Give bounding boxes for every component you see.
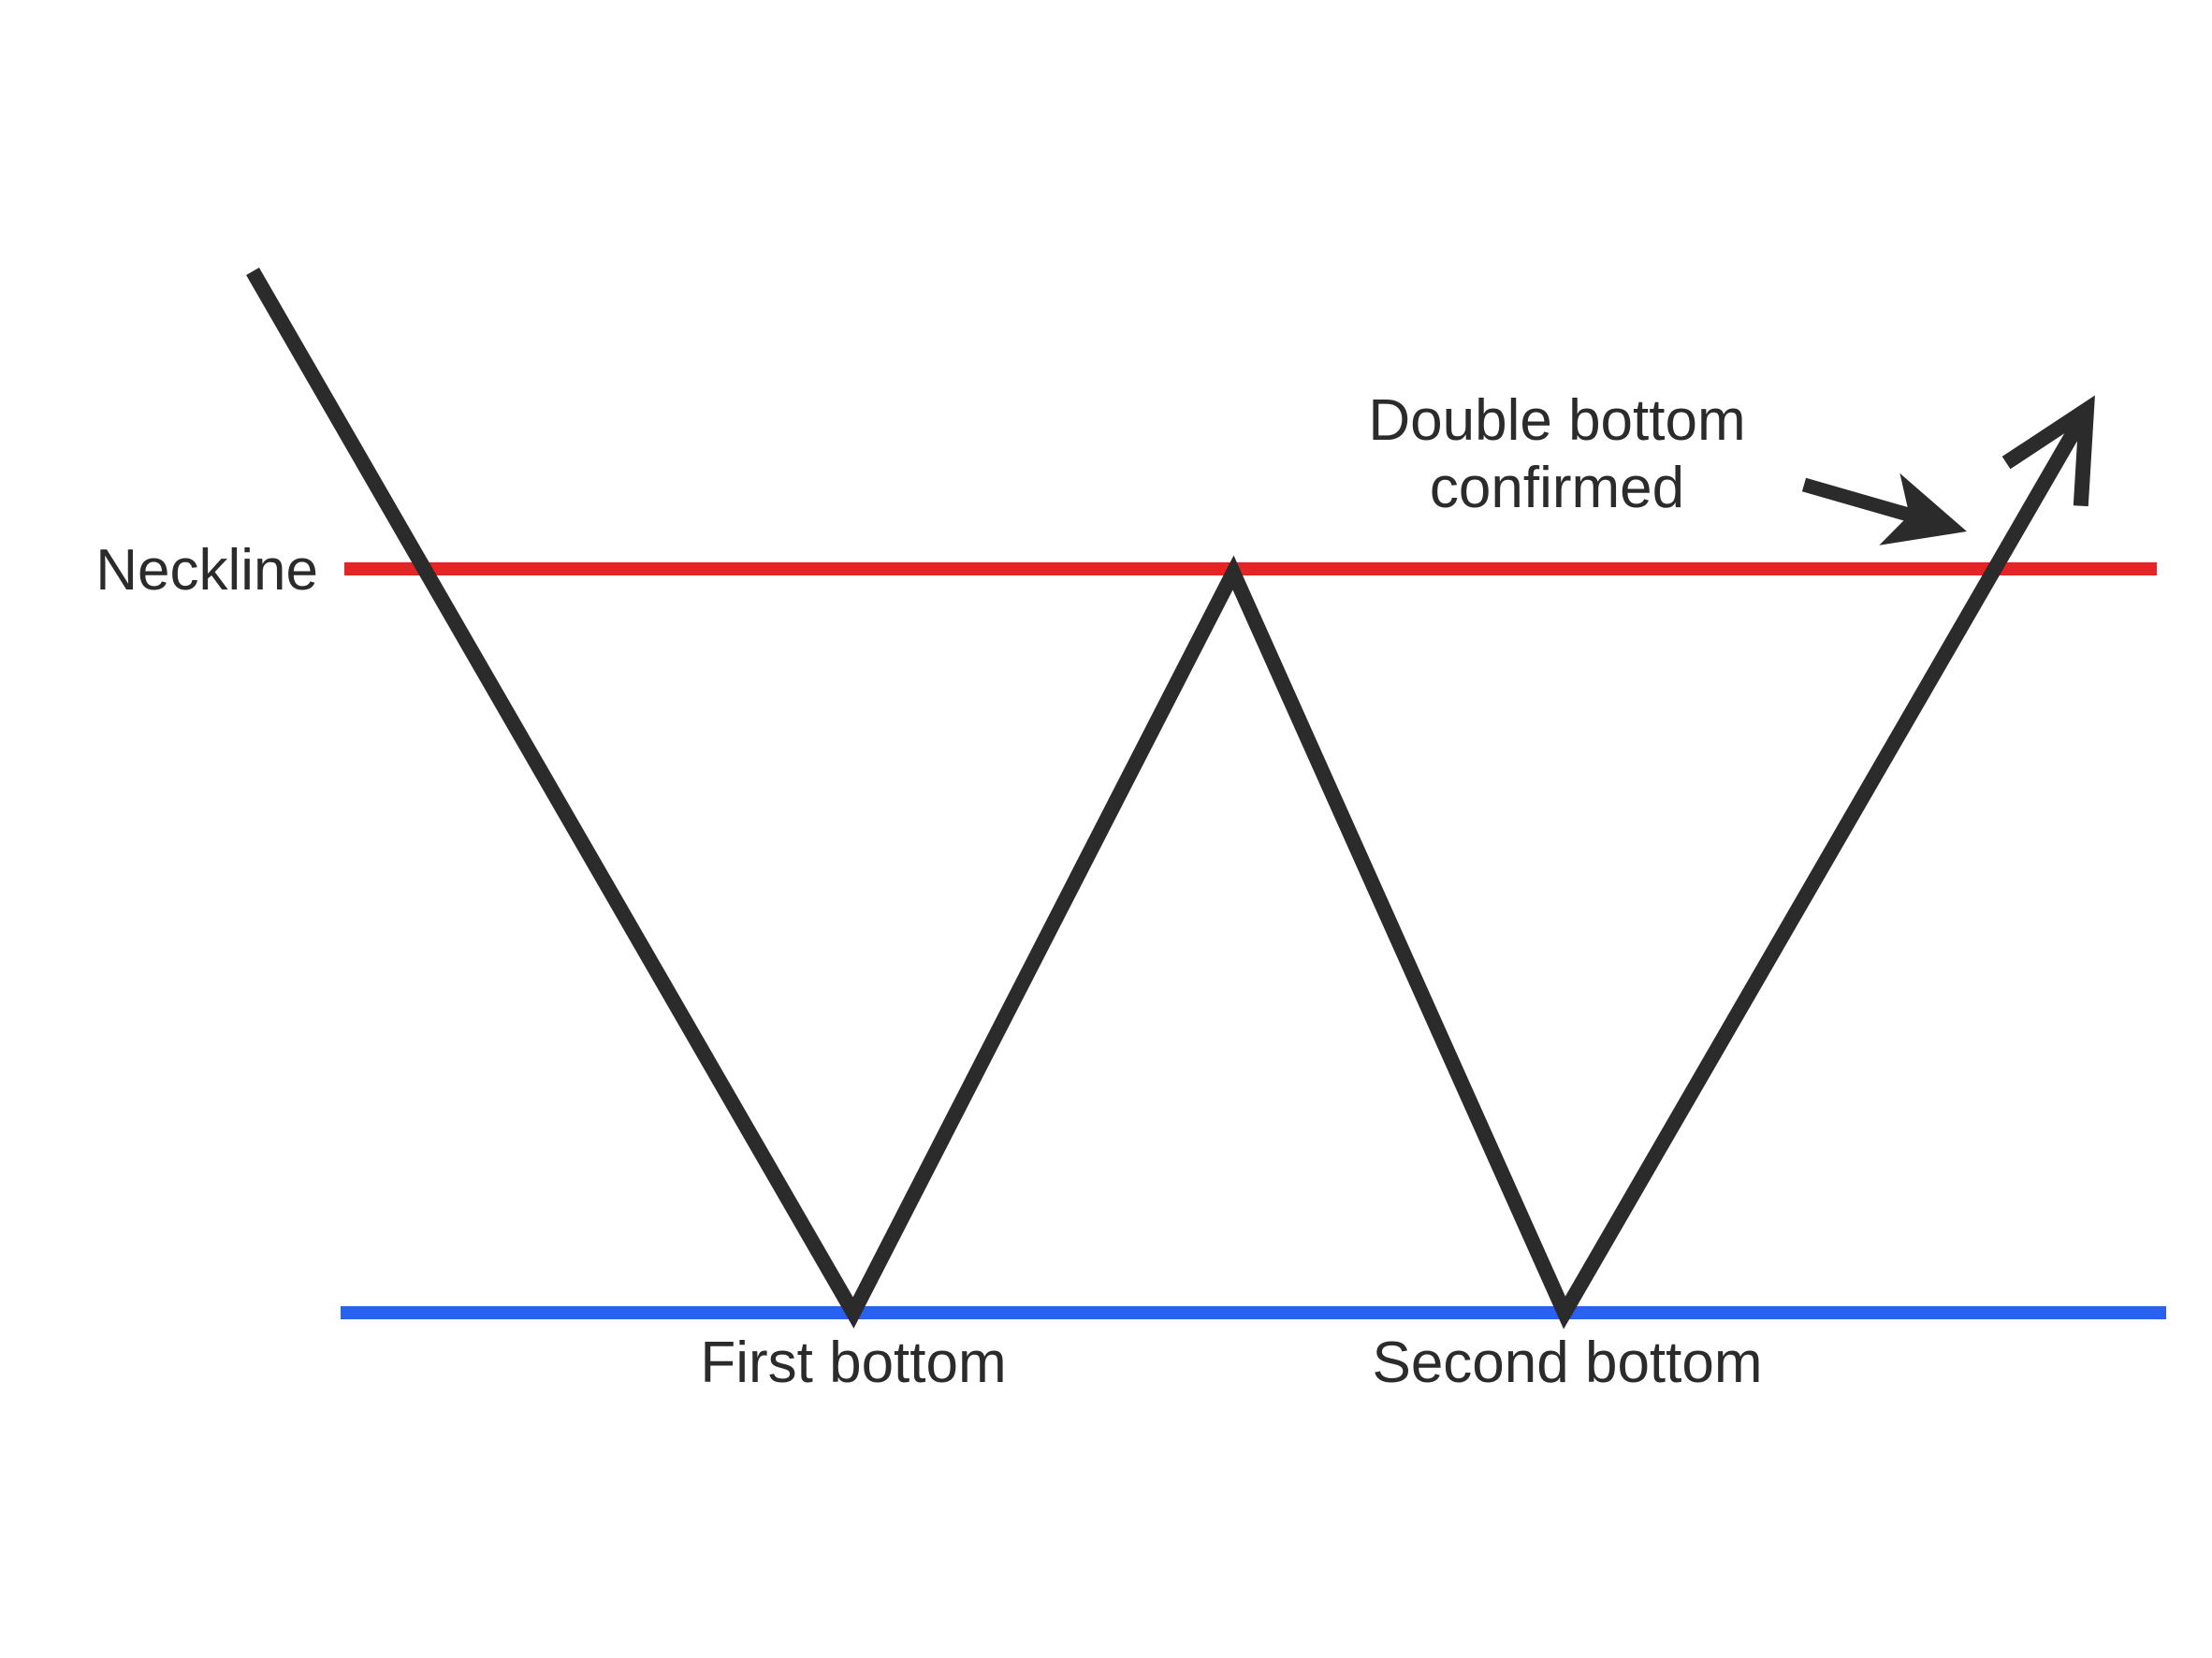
breakout-arrowhead-icon [2001,395,2095,507]
confirmation-annotation-line2: confirmed [1430,456,1684,520]
first-bottom-label: First bottom [700,1331,1006,1395]
annotation-arrow-shaft [1801,477,1912,522]
neckline-label: Neckline [95,538,318,603]
price-line-path [246,268,2093,1330]
second-bottom-label: Second bottom [1372,1331,1762,1395]
annotation-arrow-head-icon [1879,473,1967,545]
confirmation-annotation-line1: Double bottom [1368,388,1745,453]
